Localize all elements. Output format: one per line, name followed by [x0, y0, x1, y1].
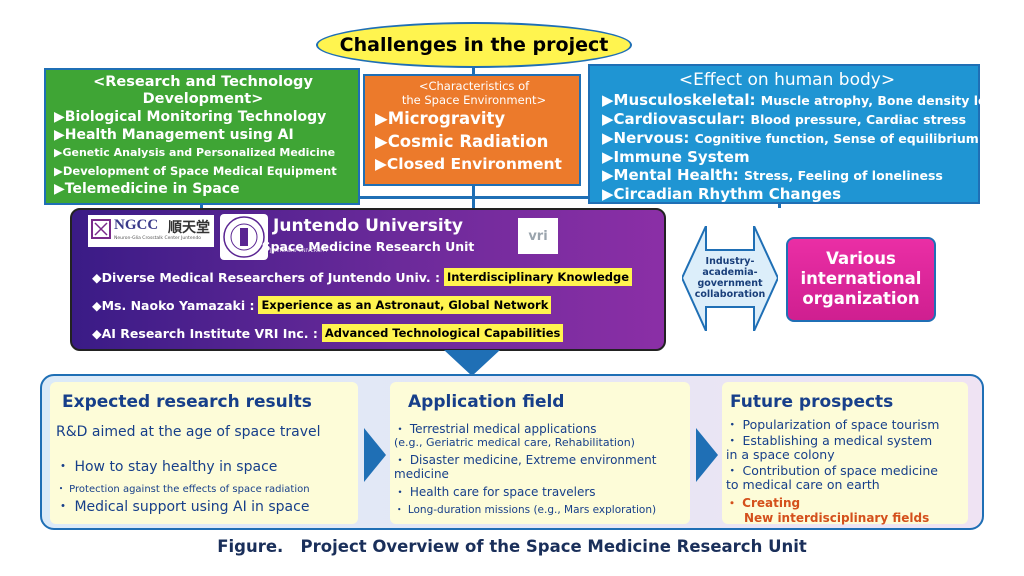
ngcc-logo-text: NGCC: [114, 217, 159, 233]
application-item: (e.g., Geriatric medical care, Rehabilit…: [394, 436, 635, 449]
collaboration-line: government: [697, 278, 763, 289]
research-technology-box: <Research and Technology Development> ▶B…: [44, 68, 360, 205]
environment-item: ▶Closed Environment: [375, 155, 562, 173]
future-item: in a space colony: [726, 447, 835, 462]
future-item: ・ Popularization of space tourism: [726, 417, 940, 432]
effect-item-label: ▶Cardiovascular:: [602, 110, 746, 128]
effect-header: <Effect on human body>: [678, 70, 896, 90]
research-header-line2: Development>: [142, 91, 264, 107]
juntendo-unit-box: NGCC 順天堂 Neuron-Glia Crosstalk Center Ju…: [70, 208, 666, 351]
unit-member-row: ◆Ms. Naoko Yamazaki : Experience as an A…: [92, 296, 552, 314]
collaboration-line: collaboration: [694, 289, 766, 300]
international-organization-box: Various international organization: [786, 237, 936, 322]
unit-member-row: ◆AI Research Institute VRI Inc. : Advanc…: [92, 324, 564, 342]
expected-result-item: ・ Medical support using AI in space: [56, 499, 310, 515]
effect-item-label: ▶Circadian Rhythm Changes: [602, 185, 842, 203]
ngcc-logo-sub: Neuron-Glia Crosstalk Center Juntendo: [114, 236, 202, 241]
effect-item: ▶Musculoskeletal: Muscle atrophy, Bone d…: [602, 91, 1001, 110]
international-line: international: [800, 269, 922, 288]
member-text: ◆AI Research Institute VRI Inc. :: [92, 325, 318, 341]
unit-title: Juntendo University: [273, 216, 463, 236]
international-line: Various: [826, 249, 896, 268]
environment-item: ▶Microgravity: [375, 109, 506, 128]
expected-result-item: ・ How to stay healthy in space: [56, 459, 278, 475]
member-text: ◆Diverse Medical Researchers of Juntendo…: [92, 269, 440, 285]
application-field-card: Application field ・ Terrestrial medical …: [390, 382, 690, 524]
space-environment-box: <Characteristics of the Space Environmen…: [363, 74, 581, 186]
effect-item: ▶Mental Health: Stress, Feeling of lonel…: [602, 166, 972, 185]
member-highlight: Experience as an Astronaut, Global Netwo…: [258, 296, 552, 314]
research-item: ▶Development of Space Medical Equipment: [54, 164, 337, 178]
vri-logo: vri: [518, 218, 558, 254]
environment-header-line1: <Characteristics of: [418, 79, 530, 93]
expected-results-lead: R&D aimed at the age of space travel: [56, 424, 321, 440]
collaboration-text: Industry- academia- government collabora…: [682, 256, 778, 300]
research-header-line1: <Research and Technology: [93, 74, 313, 90]
collaboration-arrow: Industry- academia- government collabora…: [682, 226, 778, 331]
juntendo-university-seal: [220, 214, 268, 260]
effect-item-label: ▶Nervous:: [602, 129, 690, 147]
effect-human-body-box: <Effect on human body> ▶Musculoskeletal:…: [588, 64, 1001, 204]
double-arrow-icon: [682, 226, 778, 331]
research-item: ▶Biological Monitoring Technology: [54, 109, 327, 125]
environment-item: ▶Cosmic Radiation: [375, 132, 549, 151]
expected-results-title: Expected research results: [62, 392, 312, 412]
research-item: ▶Telemedicine in Space: [54, 181, 240, 197]
ngcc-mark-icon: [91, 219, 111, 239]
research-item: ▶Health Management using AI: [54, 127, 294, 143]
figure-caption: Figure. Project Overview of the Space Me…: [217, 537, 807, 556]
future-prospects-card: Future prospects ・ Popularization of spa…: [722, 382, 968, 526]
unit-member-row: ◆Diverse Medical Researchers of Juntendo…: [92, 268, 633, 286]
juntendo-logo-caption: JUNTENDO UNIVERSITY: [270, 248, 328, 254]
future-item: to medical care on earth: [726, 477, 880, 492]
effect-item: ▶Circadian Rhythm Changes: [602, 185, 972, 203]
effect-item-detail: Blood pressure, Cardiac stress: [750, 112, 967, 127]
unit-subtitle: Space Medicine Research Unit: [261, 239, 475, 254]
collaboration-line: Industry-: [705, 256, 755, 267]
environment-header-line2: the Space Environment>: [401, 93, 547, 107]
international-line: organization: [802, 289, 920, 308]
application-item: ・ Long-duration missions (e.g., Mars exp…: [394, 504, 657, 516]
member-text: ◆Ms. Naoko Yamazaki :: [92, 297, 255, 313]
future-item: ・ Contribution of space medicine: [726, 463, 938, 478]
expected-results-card: Expected research results R&D aimed at t…: [50, 382, 358, 524]
expected-result-item: ・ Protection against the effects of spac…: [56, 484, 310, 495]
future-highlight: ・ Creating: [726, 496, 801, 510]
application-item: ・ Disaster medicine, Extreme environment: [394, 453, 657, 467]
university-seal-icon: [223, 216, 265, 258]
effect-item-detail: Muscle atrophy, Bone density loss: [760, 93, 1002, 108]
ngcc-logo-jp: 順天堂: [168, 220, 210, 236]
effect-item: ▶Nervous: Cognitive function, Sense of e…: [602, 129, 979, 148]
effect-item-label: ▶Mental Health:: [602, 166, 739, 184]
effect-item-detail: Stress, Feeling of loneliness: [744, 168, 943, 183]
application-field-title: Application field: [408, 392, 565, 412]
effect-item: ▶Cardiovascular: Blood pressure, Cardiac…: [602, 110, 972, 129]
vri-logo-text: vri: [528, 228, 548, 244]
application-item: ・ Terrestrial medical applications: [394, 422, 597, 436]
effect-item-label: ▶Musculoskeletal:: [602, 91, 756, 109]
down-arrow-icon: [444, 350, 500, 376]
chevron-right-icon: [364, 428, 386, 482]
challenges-title: Challenges in the project: [316, 22, 632, 68]
future-highlight: New interdisciplinary fields: [744, 511, 930, 525]
outcomes-panel: Expected research results R&D aimed at t…: [40, 374, 984, 530]
chevron-right-icon: [696, 428, 718, 482]
effect-item-label: ▶Immune System: [602, 148, 750, 166]
effect-item: ▶Immune System: [602, 148, 972, 166]
member-highlight: Advanced Technological Capabilities: [321, 324, 564, 342]
research-item: ▶Genetic Analysis and Personalized Medic…: [54, 146, 336, 159]
future-list: ・ Popularization of space tourism ・ Esta…: [726, 417, 966, 526]
application-item: ・ Health care for space travelers: [394, 485, 596, 499]
future-prospects-title: Future prospects: [730, 392, 894, 412]
future-item: ・ Establishing a medical system: [726, 433, 933, 448]
collaboration-line: academia-: [702, 267, 758, 278]
ngcc-logo: NGCC 順天堂 Neuron-Glia Crosstalk Center Ju…: [88, 215, 214, 247]
connector-line: [200, 196, 780, 199]
effect-item-detail: Cognitive function, Sense of equilibrium: [694, 131, 979, 146]
application-item: medicine: [394, 467, 449, 481]
connector-line: [472, 66, 475, 74]
member-highlight: Interdisciplinary Knowledge: [443, 268, 633, 286]
application-list: ・ Terrestrial medical applications (e.g.…: [394, 422, 688, 517]
